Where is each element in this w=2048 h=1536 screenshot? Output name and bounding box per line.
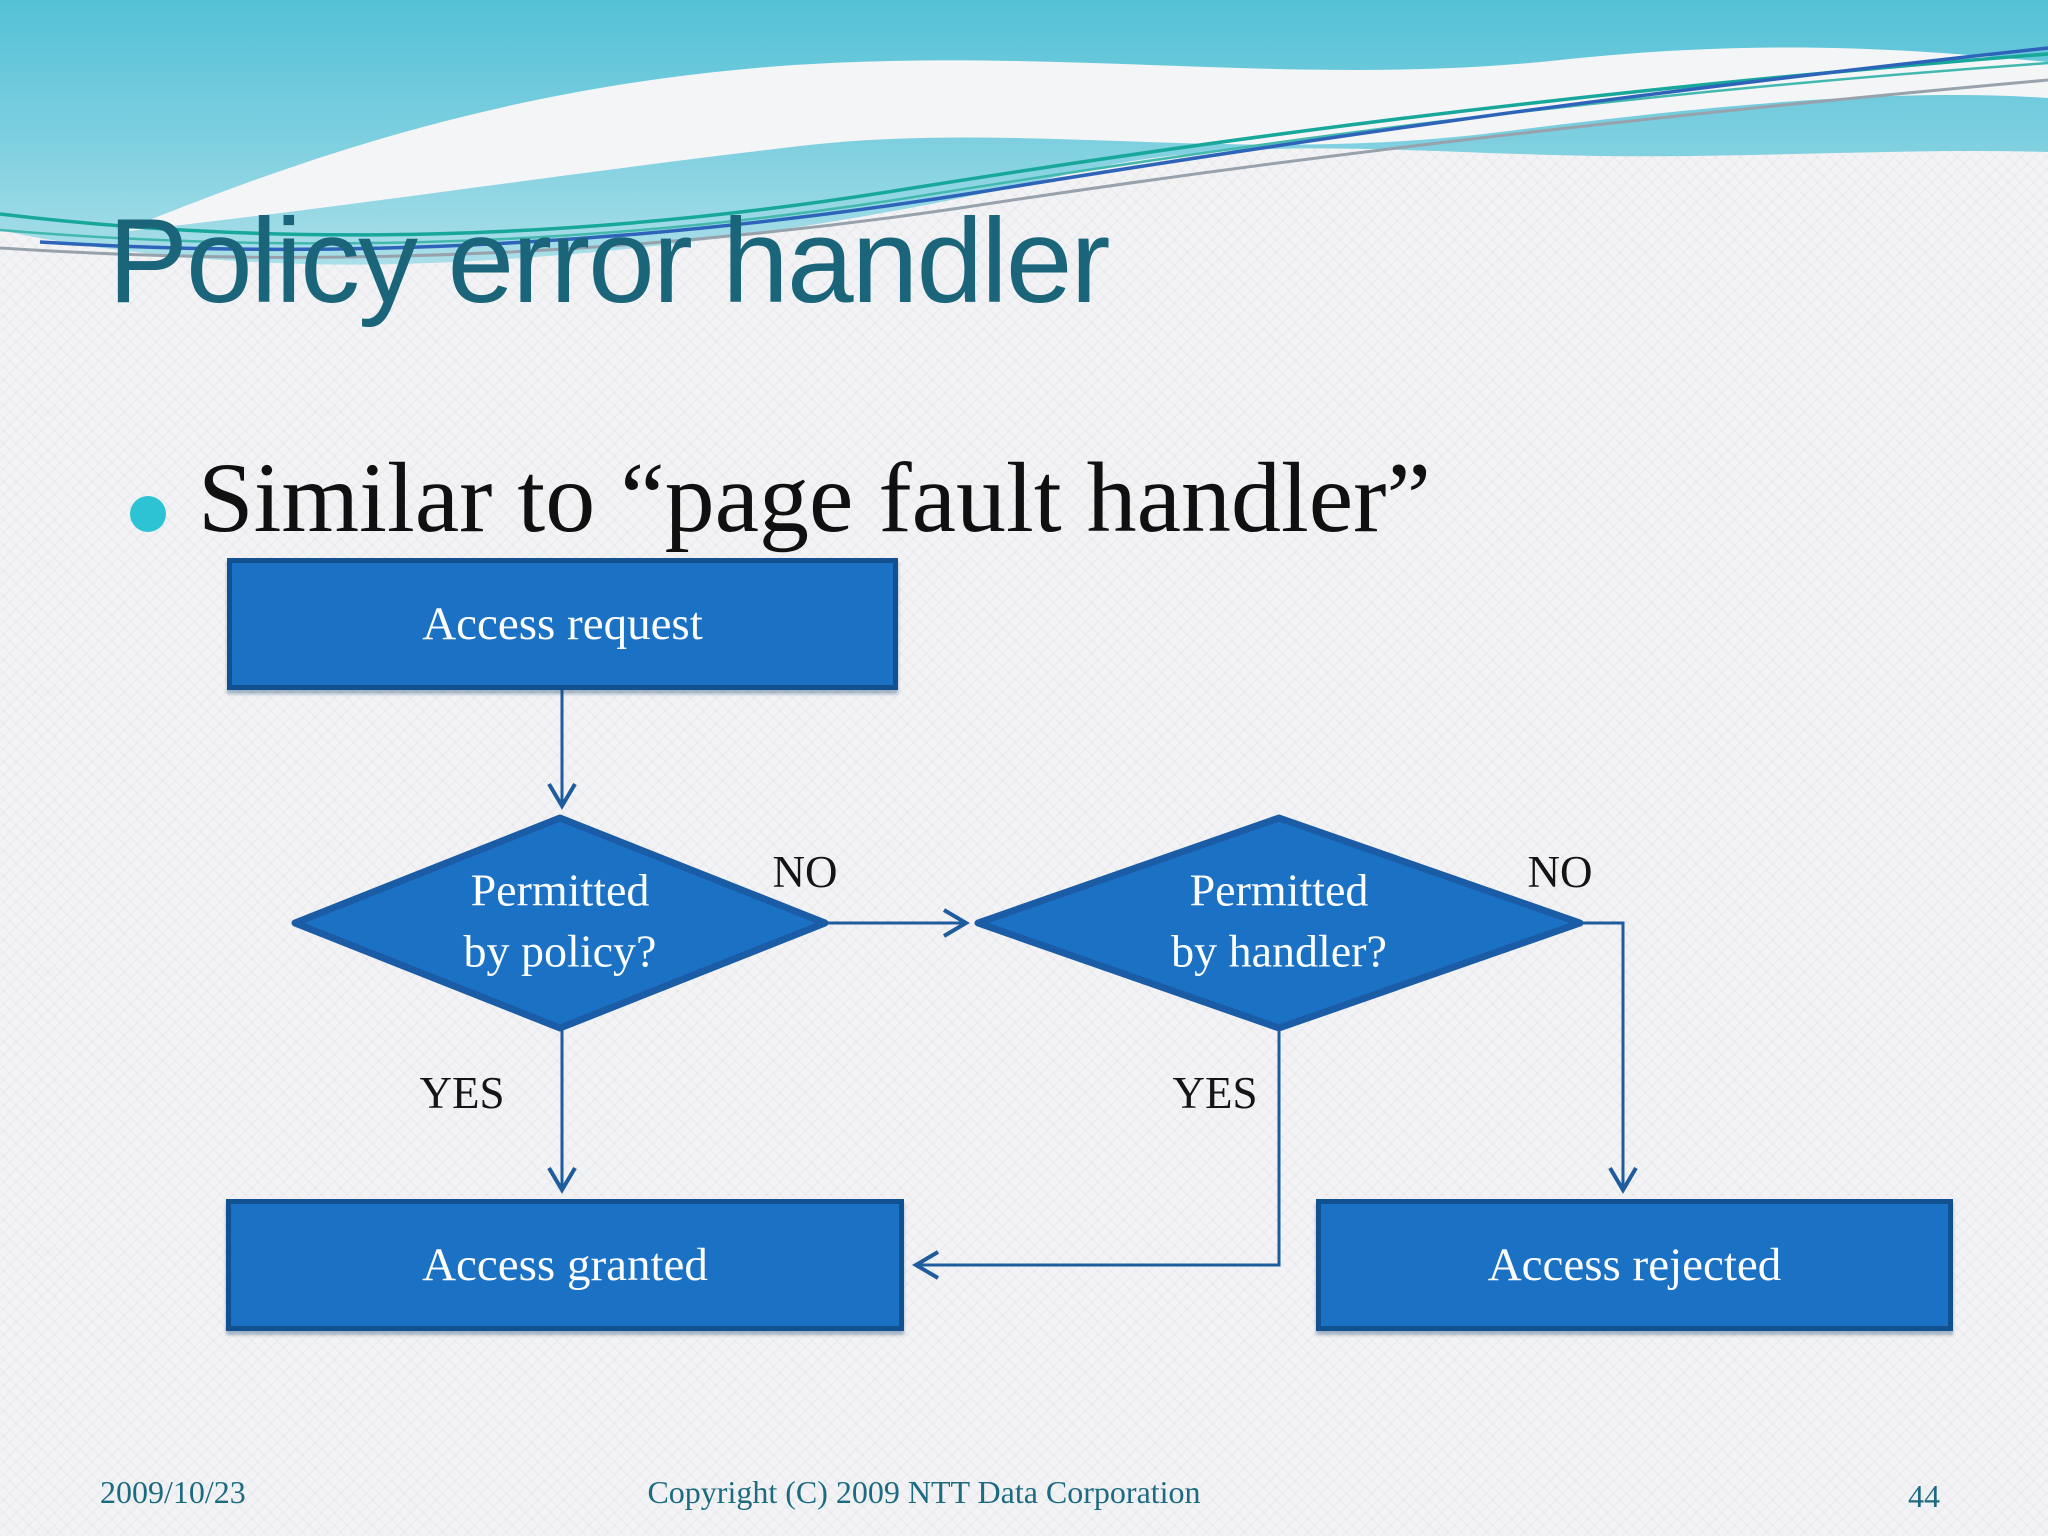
edge-label-policy-yes: YES [419, 1068, 505, 1118]
handler-decision-line1: Permitted [1189, 864, 1369, 916]
footer-page-number: 44 [1908, 1478, 1940, 1514]
bullet-icon [130, 496, 166, 532]
bullet-text: Similar to “page fault handler” [198, 442, 1431, 553]
footer-date: 2009/10/23 [100, 1474, 246, 1510]
policy-decision-line2: by policy? [463, 925, 657, 976]
wave-accent-line-blue [39, 46, 2048, 252]
page-title: Policy error handler [108, 194, 1110, 328]
node-access-rejected: Access rejected [1316, 1199, 1953, 1331]
node-access-rejected-label: Access rejected [1487, 1239, 1782, 1291]
edge-label-policy-no: NO [772, 847, 838, 897]
wave-accent-line-teal [0, 61, 2048, 245]
wave-accent-line-green [0, 52, 2048, 237]
edge-label-handler-yes: YES [1172, 1068, 1258, 1118]
policy-decision-line1: Permitted [470, 864, 650, 916]
bullet-item: Similar to “page fault handler” [130, 438, 1431, 558]
node-handler-decision [974, 814, 1584, 1032]
wave-accent-line-gray [0, 78, 2048, 259]
node-access-granted-label: Access granted [422, 1239, 708, 1291]
node-access-request-label: Access request [422, 598, 703, 650]
handler-decision-line2: by handler? [1171, 925, 1387, 976]
header-wave-decoration [0, 0, 2048, 265]
node-handler-decision-label: Permitted by handler? [1171, 860, 1387, 981]
edge-label-handler-no: NO [1527, 847, 1593, 897]
wave-white-swoosh [120, 47, 2048, 232]
node-access-request: Access request [227, 558, 898, 690]
edge-handler-no [1580, 921, 1638, 1194]
footer-copyright: Copyright (C) 2009 NTT Data Corporation [647, 1474, 1201, 1510]
node-policy-decision [291, 814, 829, 1032]
node-policy-decision-label: Permitted by policy? [464, 860, 657, 981]
node-access-granted: Access granted [226, 1199, 904, 1331]
edge-handler-yes [912, 1030, 1281, 1280]
